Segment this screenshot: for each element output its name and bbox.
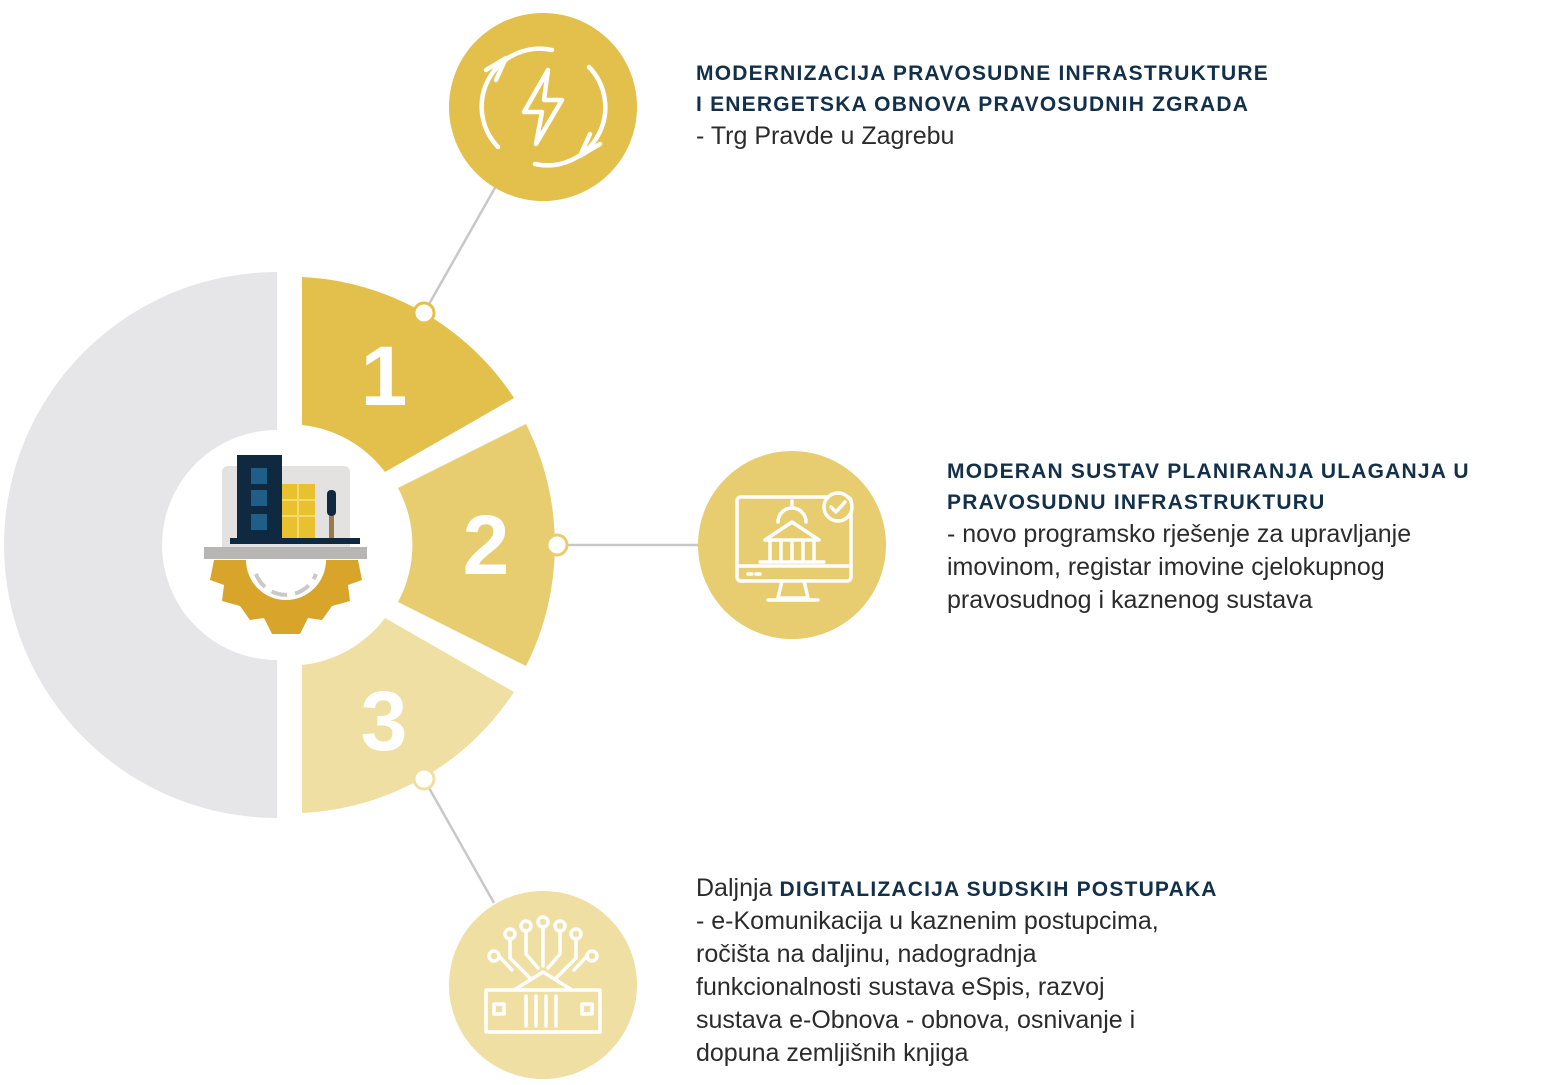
connector-lines <box>422 185 700 904</box>
item-3-body-line-2: ročišta na daljinu, nadogradnja <box>696 940 1037 968</box>
item-3-body-line-1: - e-Komunikacija u kaznenim postupcima, <box>696 907 1159 935</box>
grey-half-ring <box>4 272 277 818</box>
item-3-heading: Daljnja DIGITALIZACIJA SUDSKIH POSTUPAKA <box>696 873 1336 905</box>
connector-dots <box>412 301 569 791</box>
segment-2 <box>398 424 555 666</box>
item-2-body-line-3: pravosudnog i kaznenog sustava <box>947 586 1313 614</box>
item-2-text: MODERAN SUSTAV PLANIRANJA ULAGANJA U PRA… <box>947 456 1557 617</box>
infrastructure-gear-icon <box>204 455 367 634</box>
segment-1 <box>302 277 514 472</box>
item-2-title-line-1: MODERAN SUSTAV PLANIRANJA ULAGANJA U <box>947 460 1470 483</box>
segment-3-number: 3 <box>361 674 408 768</box>
courthouse-monitor-icon <box>698 451 886 639</box>
segment-1-number: 1 <box>361 329 408 423</box>
item-1-text: MODERNIZACIJA PRAVOSUDNE INFRASTRUKTURE … <box>696 58 1396 153</box>
item-3-body-line-5: dopuna zemljišnih knjiga <box>696 1039 969 1067</box>
item-1-title-line-2: I ENERGETSKA OBNOVA PRAVOSUDNIH ZGRADA <box>696 93 1250 116</box>
item-2-title-line-2: PRAVOSUDNU INFRASTRUKTURU <box>947 491 1326 514</box>
item-3-lead: Daljnja <box>696 874 773 902</box>
segment-2-number: 2 <box>463 498 510 592</box>
item-3-text: Daljnja DIGITALIZACIJA SUDSKIH POSTUPAKA… <box>696 873 1336 1070</box>
digital-court-circuit-icon <box>449 891 637 1079</box>
renewal-energy-icon <box>449 13 637 201</box>
item-3-title: DIGITALIZACIJA SUDSKIH POSTUPAKA <box>779 878 1218 901</box>
item-3-body-line-3: funkcionalnosti sustava eSpis, razvoj <box>696 973 1105 1001</box>
item-3-body-line-4: sustava e-Obnova - obnova, osnivanje i <box>696 1006 1136 1034</box>
item-1-body: - Trg Pravde u Zagrebu <box>696 122 955 150</box>
item-1-title-line-1: MODERNIZACIJA PRAVOSUDNE INFRASTRUKTURE <box>696 62 1269 85</box>
item-2-body-line-1: - novo programsko rješenje za upravljanj… <box>947 520 1412 548</box>
item-2-body-line-2: imovinom, registar imovine cjelokupnog <box>947 553 1385 581</box>
segment-3 <box>302 618 514 813</box>
